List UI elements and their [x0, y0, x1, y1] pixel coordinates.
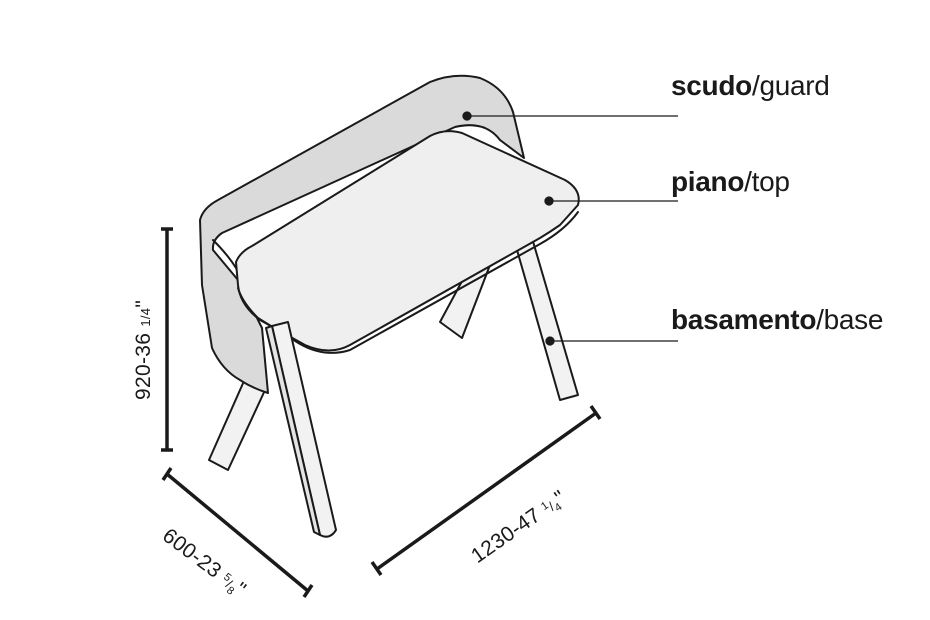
top-label: piano/top	[671, 166, 790, 198]
front-left-leg-face	[265, 325, 321, 536]
height-fraction: 1/4	[138, 307, 153, 327]
top-label-sep: /	[744, 166, 752, 197]
guard-label: scudo/guard	[671, 70, 830, 102]
base-label-sep: /	[816, 304, 824, 335]
height-value: 920-36	[132, 332, 155, 400]
desk-top-edge	[237, 211, 579, 354]
width-dim-tick-a	[370, 561, 383, 576]
guard-label-en: guard	[759, 70, 830, 101]
width-dim-line	[375, 411, 598, 571]
base-label-en: base	[823, 304, 884, 335]
front-left-leg	[271, 321, 337, 538]
depth-dim-line	[165, 472, 310, 593]
top-leader-dot	[544, 196, 554, 206]
base-label: basamento/base	[671, 304, 883, 336]
guard-panel	[199, 74, 525, 394]
height-inch-mark: "	[132, 299, 155, 308]
width-frac-num: 1	[538, 499, 552, 513]
base-leader-dot	[545, 336, 555, 346]
depth-frac-num: 5	[221, 571, 234, 585]
top-label-en: top	[751, 166, 790, 197]
height-dimension-label: 920-36 1/4"	[132, 300, 156, 400]
depth-dim-tick-b	[302, 584, 314, 598]
top-label-it: piano	[671, 166, 745, 197]
depth-dim-tick-a	[161, 467, 173, 481]
width-dim-tick-b	[589, 405, 602, 420]
guard-label-it: scudo	[671, 70, 752, 101]
base-label-it: basamento	[671, 304, 817, 335]
front-right-leg	[514, 237, 579, 401]
guard-label-sep: /	[751, 70, 760, 101]
guard-leader-dot	[462, 111, 472, 121]
